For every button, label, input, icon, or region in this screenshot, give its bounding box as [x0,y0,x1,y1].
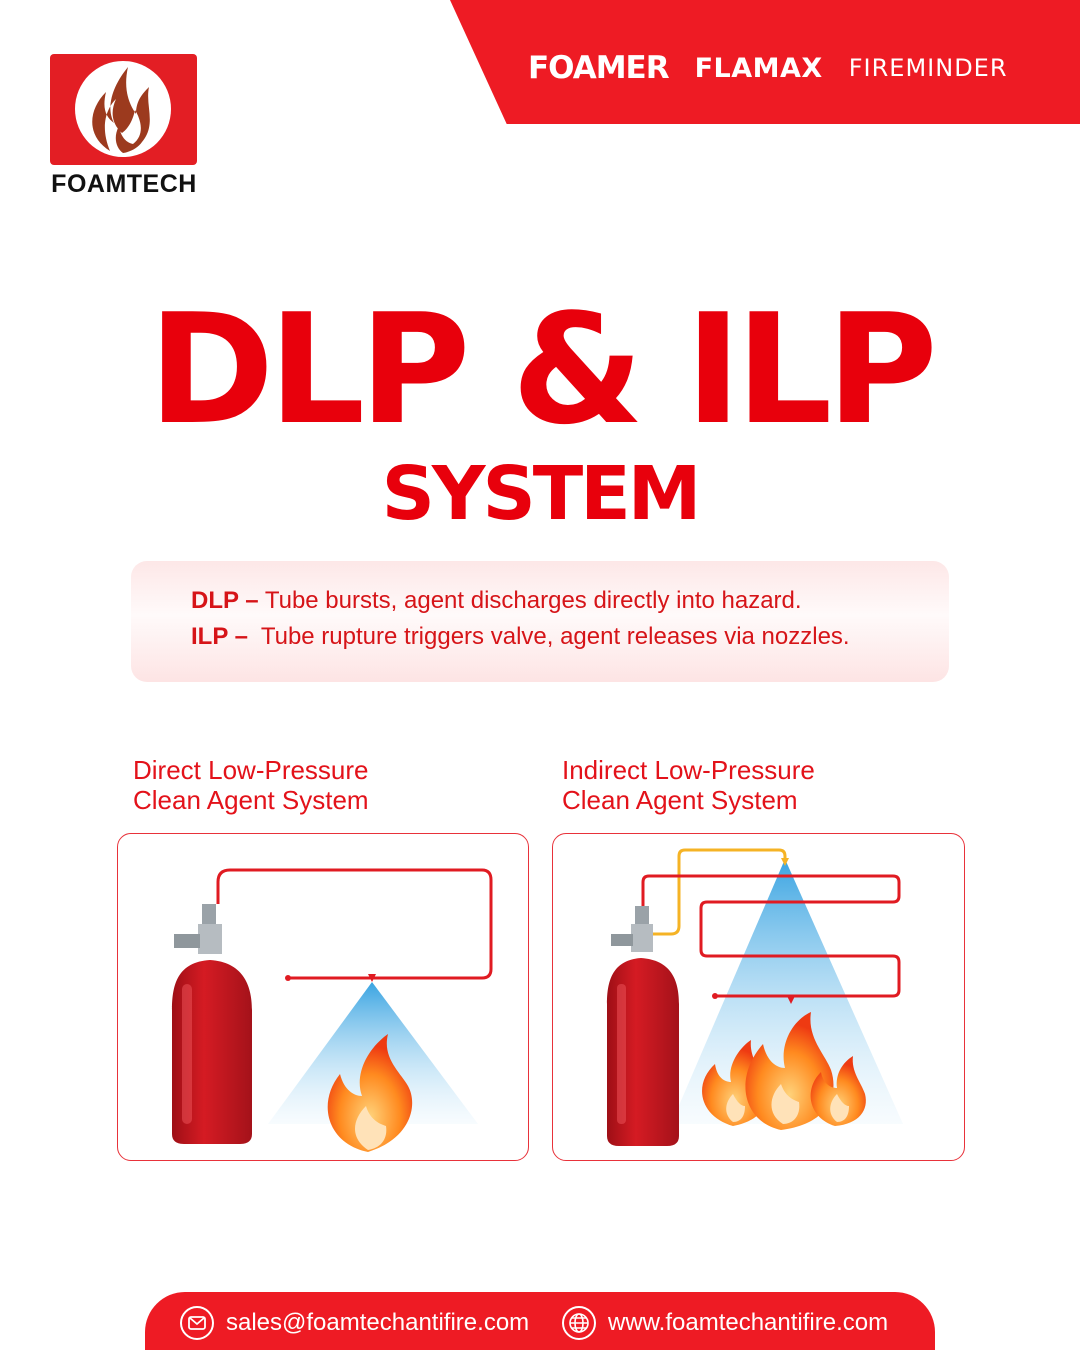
contact-footer [145,1292,935,1350]
nozzle-icon [368,974,376,982]
page-title: DLP & ILP [148,281,938,458]
nozzle-icon [781,858,789,866]
description-box: DLP – Tube bursts, agent discharges dire… [131,561,949,682]
page-subtitle: SYSTEM [381,451,702,537]
dlp-illustration [172,868,493,1152]
ilp-description: ILP – Tube rupture triggers valve, agent… [191,623,850,651]
mail-icon [180,1306,214,1340]
dlp-title-line2: Clean Agent System [133,785,369,815]
dlp-term: DLP – [191,587,259,614]
flame-logo-icon [75,61,171,157]
brand-banner [450,0,1080,124]
flame-icon [327,1034,413,1152]
dlp-illustration-panel [117,833,529,1161]
brand-fireminder: FIREMINDER [848,54,1008,82]
ilp-column-title: Indirect Low-Pressure Clean Agent System [562,755,815,815]
ilp-title-line2: Clean Agent System [562,785,798,815]
dlp-column-title: Direct Low-Pressure Clean Agent System [133,755,369,815]
website-contact[interactable]: www.foamtechantifire.com [562,1306,888,1340]
fire-cylinder-icon [607,906,679,1146]
dlp-text: Tube bursts, agent discharges directly i… [264,587,802,614]
foamtech-logo [50,54,197,165]
brand-list: FOAMER FLAMAX FIREMINDER [528,50,1008,86]
brand-flamax: FLAMAX [694,52,823,84]
website-link[interactable]: www.foamtechantifire.com [608,1309,889,1336]
ilp-term: ILP – [191,623,248,650]
fire-cylinder-icon [172,904,252,1144]
flame-icon [702,1012,866,1130]
email-contact[interactable]: sales@foamtechantifire.com [180,1306,529,1340]
ilp-text: Tube rupture triggers valve, agent relea… [260,623,850,650]
dlp-description: DLP – Tube bursts, agent discharges dire… [191,587,802,615]
email-link[interactable]: sales@foamtechantifire.com [226,1309,530,1336]
ilp-title-line1: Indirect Low-Pressure [562,755,815,785]
logo-wordmark: FOAMTECH [51,170,197,198]
brand-foamer: FOAMER [528,50,670,86]
ilp-illustration [607,848,903,1146]
globe-icon [562,1306,596,1340]
dlp-title-line1: Direct Low-Pressure [133,755,369,785]
ilp-illustration-panel [552,833,965,1161]
